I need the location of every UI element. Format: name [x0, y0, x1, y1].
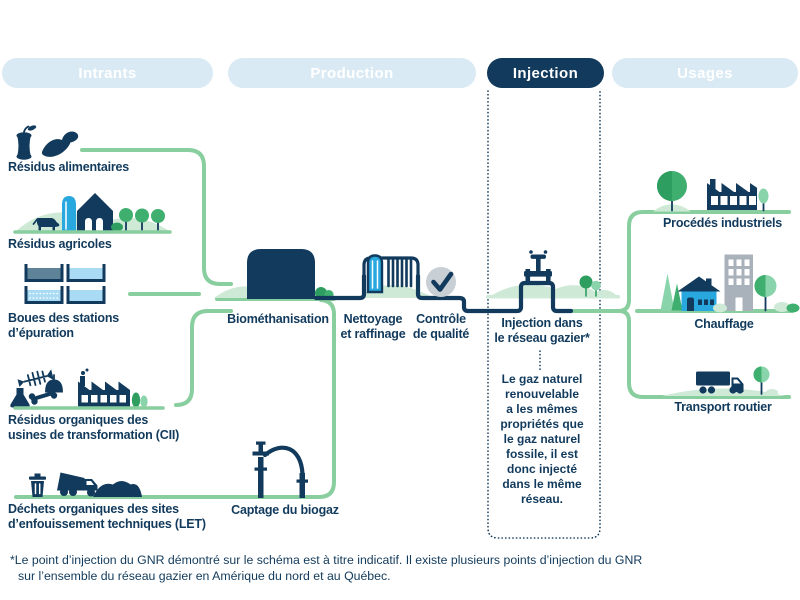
scrubber-icon	[362, 254, 420, 294]
stage-pill-intrants-label: Intrants	[78, 64, 137, 82]
stage-pill-usages-label: Usages	[677, 64, 733, 82]
stage-pill-injection[interactable]: Injection	[487, 58, 604, 88]
stage-pill-production[interactable]: Production	[228, 58, 476, 88]
stage-pill-usages[interactable]: Usages	[612, 58, 798, 88]
label-transport-routier: Transport routier	[674, 400, 772, 414]
label-biomethanisation: Biométhanisation	[227, 312, 329, 326]
injection-dotted-column	[487, 90, 601, 539]
pipeline-valve-icon	[524, 250, 552, 282]
buildings-icon	[660, 254, 800, 313]
landfill-icon	[29, 472, 142, 497]
truck-icon	[696, 366, 778, 396]
label-captage-biogaz: Captage du biogaz	[231, 503, 339, 517]
label-residus-organiques: Résidus organiques des usines de transfo…	[8, 413, 180, 442]
stage-pill-production-label: Production	[310, 64, 394, 82]
stage-pill-intrants[interactable]: Intrants	[2, 58, 213, 88]
label-nettoyage: Nettoyage et raffinage	[340, 312, 406, 341]
label-chauffage: Chauffage	[694, 317, 754, 331]
stage-pill-injection-label: Injection	[512, 64, 579, 82]
food-waste-icon	[16, 125, 79, 160]
label-dechets-organiques: Déchets organiques des sites d’enfouisse…	[8, 502, 206, 531]
label-boues-stations: Boues des stations d’épuration	[8, 311, 120, 340]
wellhead-icon	[252, 441, 308, 498]
sludge-basins-icon	[24, 264, 106, 304]
label-controle-qualite: Contrôle de qualité	[412, 312, 470, 341]
digester-tank-icon	[247, 249, 334, 299]
injection-trees-icon	[579, 275, 601, 297]
label-residus-agricoles: Résidus agricoles	[8, 237, 112, 251]
checkmark-icon	[426, 267, 456, 297]
farm-icon	[13, 193, 172, 234]
processing-plant-icon	[10, 368, 165, 410]
industry-icon	[657, 171, 769, 212]
footnote: *Le point d’injection du GNR démontré su…	[10, 553, 643, 583]
label-procedes-industriels: Procédés industriels	[663, 216, 782, 230]
injection-note: Le gaz naturel renouvelable a les mêmes …	[500, 372, 584, 506]
label-residus-alimentaires: Résidus alimentaires	[8, 160, 130, 174]
label-injection-reseau: Injection dans le réseau gazier*	[494, 316, 590, 345]
gas-pipe	[313, 273, 574, 314]
